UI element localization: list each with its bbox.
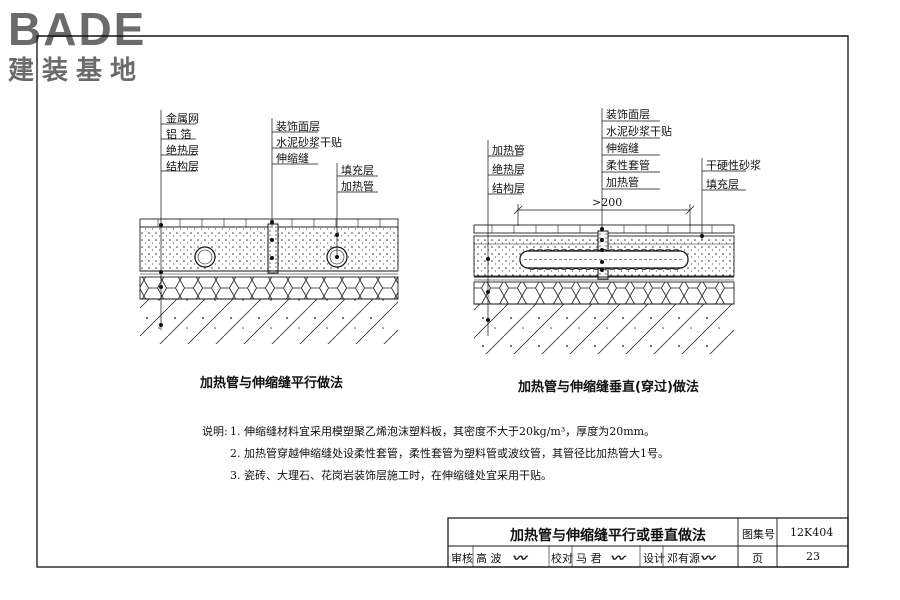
- left-detail-drawing: [139, 110, 399, 344]
- checker-signature: 〰: [610, 551, 624, 567]
- label-filling-layer: 填充层: [341, 164, 374, 177]
- label-filling-layer: 填充层: [706, 178, 739, 191]
- review-label: 审核: [451, 552, 473, 565]
- label-heating-pipe: 加热管: [341, 180, 374, 193]
- designer-name: 邓有源: [667, 552, 700, 565]
- left-label-group-2: 装饰面层 水泥砂浆干贴 伸缩缝: [276, 120, 342, 168]
- checker-name: 马 君: [576, 552, 602, 565]
- page-label: 页: [752, 552, 763, 565]
- reviewer-name: 高 波: [476, 552, 502, 565]
- right-label-group-3: 干硬性砂浆 填充层: [706, 159, 761, 197]
- notes: 说明:1. 伸缩缝材料宜采用模塑聚乙烯泡沫塑料板，其密度不大于20kg/m³，厚…: [202, 421, 669, 487]
- designer-signature: 〰: [700, 551, 714, 567]
- page-number: 23: [806, 550, 820, 563]
- label-insulation: 绝热层: [492, 163, 525, 176]
- dimension-label: >200: [592, 196, 623, 209]
- design-label: 设计: [643, 552, 665, 565]
- label-structure: 结构层: [166, 160, 199, 173]
- label-finish-layer: 装饰面层: [276, 120, 320, 133]
- note-item: 2. 加热管穿越伸缩缝处设柔性套管，柔性套管为塑料管或波纹管，其管径比加热管大1…: [230, 447, 669, 460]
- label-insulation: 绝热层: [166, 144, 199, 157]
- atlas-label: 图集号: [742, 528, 775, 541]
- label-dry-mortar: 水泥砂浆干贴: [276, 136, 342, 149]
- label-aluminum-foil: 铝 箔: [166, 128, 192, 141]
- left-label-group-1: 金属网 铝 箔 绝热层 结构层: [166, 112, 199, 176]
- title-block-frame: [447, 517, 849, 568]
- note-item: 3. 瓷砖、大理石、花岗岩装饰层施工时，在伸缩缝处宜采用干贴。: [230, 469, 552, 482]
- left-label-group-3: 填充层 加热管: [341, 164, 374, 196]
- right-label-group-1: 加热管 绝热层 结构层: [492, 144, 525, 201]
- label-expansion-joint: 伸缩缝: [606, 142, 639, 155]
- logo-text-zh: 建装基地: [8, 56, 145, 86]
- note-item: 1. 伸缩缝材料宜采用模塑聚乙烯泡沫塑料板，其密度不大于20kg/m³，厚度为2…: [230, 425, 656, 438]
- label-structure: 结构层: [492, 182, 525, 195]
- check-label: 校对: [551, 552, 573, 565]
- label-heating-pipe: 加热管: [492, 144, 525, 157]
- left-detail-caption: 加热管与伸缩缝平行做法: [200, 376, 344, 391]
- label-finish-layer: 装饰面层: [606, 108, 650, 121]
- right-detail-caption: 加热管与伸缩缝垂直(穿过)做法: [518, 380, 699, 395]
- atlas-number: 12K404: [790, 526, 834, 539]
- label-expansion-joint: 伸缩缝: [276, 152, 309, 165]
- reviewer-signature: 〰: [512, 551, 526, 567]
- label-flexible-sleeve: 柔性套管: [606, 159, 650, 172]
- right-detail-drawing: [473, 108, 746, 354]
- label-heating-pipe: 加热管: [606, 176, 639, 189]
- logo-text-en: BADE: [8, 3, 147, 55]
- label-dry-mortar: 水泥砂浆干贴: [606, 125, 672, 138]
- bade-logo: BADE 建装基地: [8, 6, 146, 86]
- label-metal-mesh: 金属网: [166, 112, 199, 125]
- notes-prefix: 说明:: [202, 425, 228, 438]
- right-label-group-2: 装饰面层 水泥砂浆干贴 伸缩缝 柔性套管 加热管: [606, 108, 672, 193]
- drawing-title: 加热管与伸缩缝平行或垂直做法: [510, 528, 706, 544]
- label-dry-hard-mortar: 干硬性砂浆: [706, 159, 761, 172]
